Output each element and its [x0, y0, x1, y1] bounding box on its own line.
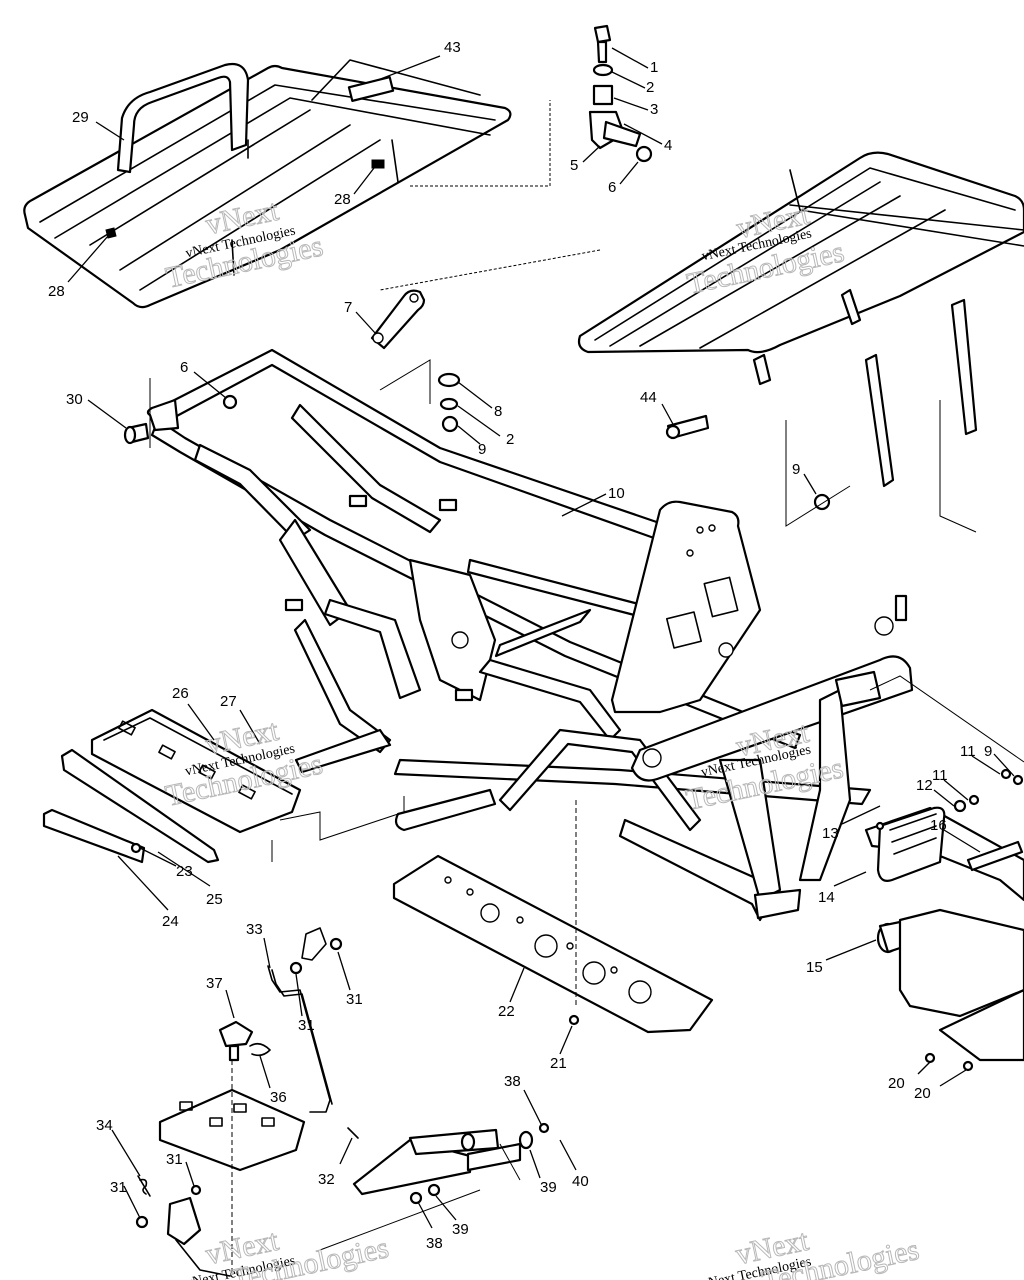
callout-11: 11	[960, 743, 976, 760]
callout-23: 23	[176, 863, 193, 880]
callout-26: 26	[172, 685, 189, 702]
callout-labels: 43 1 2 3 4 5 6 29 28 28 7 6 30 8 2 9 44 …	[48, 39, 992, 1252]
left-footrest	[42, 708, 302, 864]
front-rack	[577, 151, 1024, 511]
spacer-icon	[592, 84, 614, 106]
bolt-28-upper-icon	[371, 159, 385, 169]
callout-29: 29	[72, 109, 89, 126]
callout-38: 38	[504, 1073, 521, 1090]
washer-icon	[592, 63, 614, 77]
watermark-5: vNext vNext Technologies Technologies	[184, 1223, 392, 1280]
washer-8-icon	[437, 372, 461, 388]
callout-1: 1	[650, 59, 658, 76]
callout-6: 6	[180, 359, 188, 376]
callout-31: 31	[110, 1179, 127, 1196]
callout-9: 9	[792, 461, 800, 478]
callout-16: 16	[930, 817, 947, 834]
bolt-28-lower-icon	[105, 227, 117, 239]
callout-8: 8	[494, 403, 502, 420]
callout-40: 40	[572, 1173, 589, 1190]
callout-6: 6	[608, 179, 616, 196]
callout-21: 21	[550, 1055, 567, 1072]
right-footpeg	[864, 768, 1024, 1072]
callout-11: 11	[932, 767, 948, 784]
callout-31: 31	[298, 1017, 315, 1034]
callout-10: 10	[608, 485, 625, 502]
callout-43: 43	[444, 39, 461, 56]
nut-9-icon	[441, 415, 459, 433]
assembly-guides	[149, 100, 1024, 1276]
hardware-stack	[588, 24, 653, 163]
callout-37: 37	[206, 975, 223, 992]
callout-2: 2	[506, 431, 514, 448]
callout-24: 24	[162, 913, 179, 930]
main-frame	[123, 348, 914, 922]
callout-36: 36	[270, 1089, 287, 1106]
callout-22: 22	[498, 1003, 515, 1020]
callout-5: 5	[570, 157, 578, 174]
callout-28: 28	[48, 283, 65, 300]
bolt-21-icon	[568, 1014, 580, 1026]
watermark-6: vNext vNext Technologies Technologies	[700, 1223, 922, 1280]
end-cap-30-icon	[123, 422, 150, 445]
callout-9: 9	[478, 441, 486, 458]
knob-37-icon	[218, 1020, 254, 1062]
callout-31: 31	[166, 1151, 183, 1168]
callout-9: 9	[984, 743, 992, 760]
callout-13: 13	[822, 825, 839, 842]
callout-15: 15	[806, 959, 823, 976]
nut-6-frame-icon	[222, 394, 238, 410]
callout-12: 12	[916, 777, 933, 794]
callout-20: 20	[914, 1085, 931, 1102]
callout-28: 28	[334, 191, 351, 208]
brake-pedal	[352, 1122, 550, 1205]
skid-plate	[392, 854, 714, 1034]
callout-2: 2	[646, 79, 654, 96]
callout-44: 44	[640, 389, 657, 406]
bracket-7	[370, 289, 426, 350]
callout-30: 30	[66, 391, 83, 408]
callout-20: 20	[888, 1075, 905, 1092]
callout-39: 39	[540, 1179, 557, 1196]
callout-4: 4	[664, 137, 672, 154]
rear-rack	[23, 59, 512, 309]
bolt-44-icon	[665, 414, 710, 440]
callout-3: 3	[650, 101, 658, 118]
callout-7: 7	[344, 299, 352, 316]
callout-27: 27	[220, 693, 237, 710]
callout-31: 31	[346, 991, 363, 1008]
bolt-icon	[593, 24, 612, 64]
callout-39: 39	[452, 1221, 469, 1238]
lower-left-assembly	[135, 927, 359, 1277]
callout-25: 25	[206, 891, 223, 908]
leader-lines	[67, 47, 1015, 1229]
callout-33: 33	[246, 921, 263, 938]
nut-icon	[635, 145, 653, 163]
callout-38: 38	[426, 1235, 443, 1252]
callout-14: 14	[818, 889, 835, 906]
callout-32: 32	[318, 1171, 335, 1188]
callout-34: 34	[96, 1117, 113, 1134]
washer-2-icon	[439, 397, 459, 411]
